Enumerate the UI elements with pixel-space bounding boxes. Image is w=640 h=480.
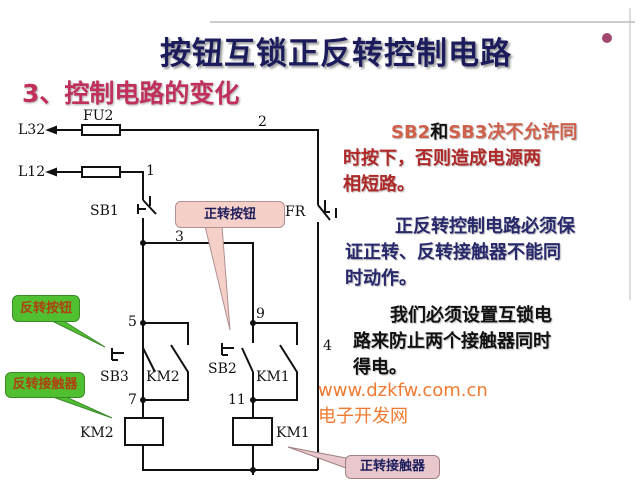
switch-sb1	[137, 196, 157, 215]
wire-l32	[48, 129, 319, 470]
label-node7: 7	[128, 392, 137, 408]
note-text: 正反转控制电路必须保	[395, 216, 575, 237]
wire-l12	[48, 171, 318, 471]
switch-fr	[317, 200, 337, 221]
callout-tail	[49, 395, 113, 419]
callout-reverse-contactor: 反转接触器	[5, 372, 85, 398]
label-km2-coil: KM2	[80, 425, 114, 441]
label-fr: FR	[285, 204, 306, 220]
term-sb2: SB2	[391, 122, 431, 143]
callout-forward-button: 正转按钮	[175, 201, 285, 228]
label-sb2: SB2	[208, 361, 237, 377]
note-text: 我们必须设置互锁电	[390, 305, 552, 326]
label-node5: 5	[128, 314, 137, 330]
callout-tail	[204, 225, 231, 331]
term-sb3: SB3	[448, 122, 488, 143]
wire-node9	[253, 322, 298, 345]
label-fu2: FU2	[83, 108, 114, 124]
label-node2: 2	[258, 114, 267, 130]
junction-dots	[140, 240, 256, 473]
note-text: 相短路。	[343, 174, 415, 195]
arrow-icon	[45, 125, 57, 135]
note-text: 和	[430, 122, 449, 143]
page-title: 按钮互锁正反转控制电路	[160, 36, 512, 72]
label-l32: L32	[18, 122, 46, 138]
label-sb1: SB1	[90, 203, 119, 219]
label-km2-contact: KM2	[146, 369, 180, 385]
note-text: 决不允许同	[487, 122, 578, 143]
label-l12: L12	[18, 164, 46, 180]
label-node11: 11	[228, 392, 246, 408]
note-short-circuit: SB2和SB3决不允许同 时按下，否则造成电源两 相短路。	[343, 120, 605, 198]
note-text: 时动作。	[345, 268, 417, 289]
note-interlock: 我们必须设置互锁电 路来防止两个接触器同时 得电。	[345, 303, 595, 381]
label-node1: 1	[146, 163, 155, 179]
coil-km2	[124, 417, 164, 446]
wire-node3	[143, 242, 254, 343]
label-km1-contact: KM1	[256, 369, 290, 385]
switch-sb2-km1	[241, 344, 298, 475]
decor-dot-icon	[602, 33, 612, 43]
note-text: 路来防止两个接触器同时	[353, 331, 551, 352]
arrow-icon	[45, 167, 57, 177]
coil-km1	[232, 417, 273, 446]
callout-forward-contactor: 正转接触器	[345, 455, 440, 479]
watermark-url: www.dzkfw.com.cn	[318, 380, 488, 401]
note-text: 证正转、反转接触器不能同	[345, 242, 561, 263]
section-subtitle: 3、控制电路的变化	[22, 79, 240, 108]
switch-sb3-km2	[142, 344, 189, 401]
note-text: 时按下，否则造成电源两	[343, 148, 541, 169]
fuse-fu2	[81, 124, 121, 136]
watermark-name: 电子开发网	[318, 406, 408, 427]
fuse-l12	[81, 166, 121, 178]
label-node3: 3	[175, 229, 184, 245]
button-sb3-symbol	[111, 348, 124, 361]
label-node4: 4	[323, 338, 332, 354]
note-requirement: 正反转控制电路必须保 证正转、反转接触器不能同 时动作。	[345, 214, 605, 292]
callout-reverse-button: 反转按钮	[12, 295, 80, 322]
label-km1-coil: KM1	[276, 425, 310, 441]
label-sb3: SB3	[100, 369, 129, 385]
label-node9: 9	[256, 306, 265, 322]
button-sb2-symbol	[221, 343, 234, 356]
note-text: 得电。	[353, 357, 407, 378]
callout-tail	[49, 319, 106, 348]
